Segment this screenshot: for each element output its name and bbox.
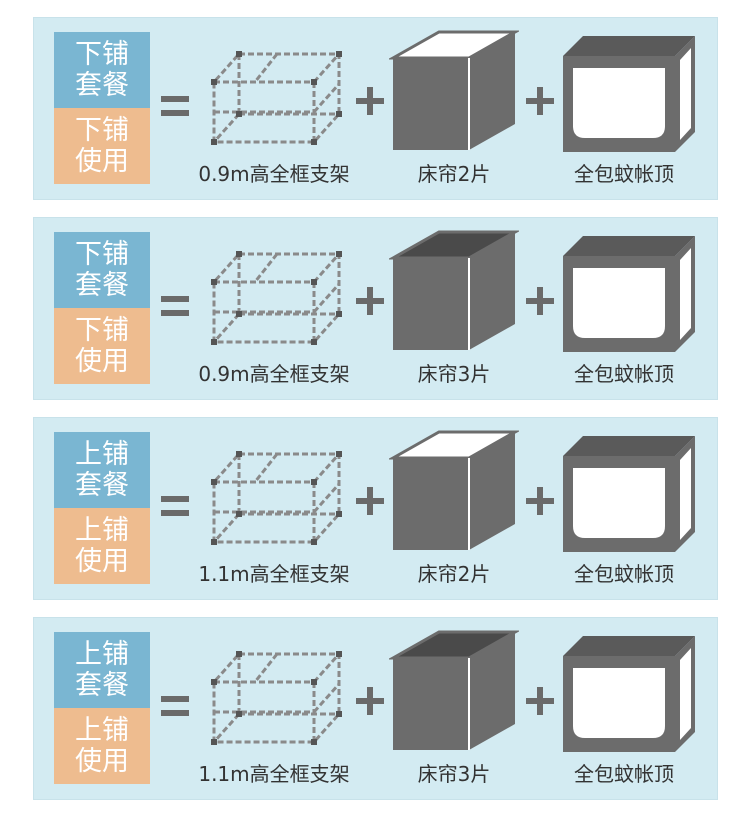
canopy-caption: 全包蚊帐顶 bbox=[574, 362, 674, 386]
package-tag-line: 套餐 bbox=[75, 70, 129, 101]
usage-tag: 下铺 使用 bbox=[54, 108, 150, 184]
package-tag-line: 下铺 bbox=[75, 39, 129, 70]
usage-tag-line: 下铺 bbox=[75, 115, 129, 146]
equals-icon bbox=[161, 496, 189, 516]
package-tag-line: 下铺 bbox=[75, 239, 129, 270]
usage-tag-line: 上铺 bbox=[75, 715, 129, 746]
package-panel-1: 下铺 套餐 下铺 使用 bbox=[33, 17, 718, 200]
curtain-icon bbox=[389, 630, 519, 750]
equals-icon bbox=[161, 96, 189, 116]
frame-caption: 1.1m高全框支架 bbox=[198, 562, 350, 586]
canopy-icon bbox=[563, 636, 695, 752]
usage-tag-line: 使用 bbox=[75, 746, 129, 777]
usage-tag-line: 上铺 bbox=[75, 515, 129, 546]
frame-icon bbox=[211, 251, 342, 345]
package-tag-line: 上铺 bbox=[75, 439, 129, 470]
canopy-caption: 全包蚊帐顶 bbox=[574, 162, 674, 186]
frame-caption: 0.9m高全框支架 bbox=[198, 362, 350, 386]
equals-icon bbox=[161, 696, 189, 716]
package-tag: 上铺 套餐 bbox=[54, 432, 150, 508]
package-panel-3: 上铺 套餐 上铺 使用 bbox=[33, 417, 718, 600]
plus-icon bbox=[356, 487, 384, 515]
canopy-icon bbox=[563, 36, 695, 152]
package-tag-line: 套餐 bbox=[75, 470, 129, 501]
package-tag-line: 上铺 bbox=[75, 639, 129, 670]
equals-icon bbox=[161, 296, 189, 316]
frame-icon bbox=[211, 51, 342, 145]
plus-icon bbox=[526, 687, 554, 715]
curtain-caption: 床帘2片 bbox=[417, 162, 491, 186]
usage-tag-line: 使用 bbox=[75, 346, 129, 377]
curtain-caption: 床帘3片 bbox=[417, 362, 491, 386]
plus-icon bbox=[526, 287, 554, 315]
usage-tag: 下铺 使用 bbox=[54, 308, 150, 384]
frame-icon bbox=[211, 651, 342, 745]
usage-tag-line: 使用 bbox=[75, 546, 129, 577]
canopy-icon bbox=[563, 436, 695, 552]
canopy-caption: 全包蚊帐顶 bbox=[574, 562, 674, 586]
usage-tag-line: 使用 bbox=[75, 146, 129, 177]
package-tag-line: 套餐 bbox=[75, 270, 129, 301]
curtain-caption: 床帘2片 bbox=[417, 562, 491, 586]
plus-icon bbox=[356, 287, 384, 315]
plus-icon bbox=[526, 87, 554, 115]
package-tag: 下铺 套餐 bbox=[54, 32, 150, 108]
curtain-caption: 床帘3片 bbox=[417, 762, 491, 786]
plus-icon bbox=[526, 487, 554, 515]
frame-caption: 0.9m高全框支架 bbox=[198, 162, 350, 186]
package-tag: 下铺 套餐 bbox=[54, 232, 150, 308]
plus-icon bbox=[356, 87, 384, 115]
usage-tag: 上铺 使用 bbox=[54, 508, 150, 584]
package-tag: 上铺 套餐 bbox=[54, 632, 150, 708]
usage-tag: 上铺 使用 bbox=[54, 708, 150, 784]
curtain-icon bbox=[389, 430, 519, 550]
curtain-icon bbox=[389, 30, 519, 150]
frame-icon bbox=[211, 451, 342, 545]
canopy-icon bbox=[563, 236, 695, 352]
package-panel-4: 上铺 套餐 上铺 使用 bbox=[33, 617, 718, 800]
usage-tag-line: 下铺 bbox=[75, 315, 129, 346]
frame-caption: 1.1m高全框支架 bbox=[198, 762, 350, 786]
plus-icon bbox=[356, 687, 384, 715]
curtain-icon bbox=[389, 230, 519, 350]
package-tag-line: 套餐 bbox=[75, 670, 129, 701]
canopy-caption: 全包蚊帐顶 bbox=[574, 762, 674, 786]
package-panel-2: 下铺 套餐 下铺 使用 bbox=[33, 217, 718, 400]
